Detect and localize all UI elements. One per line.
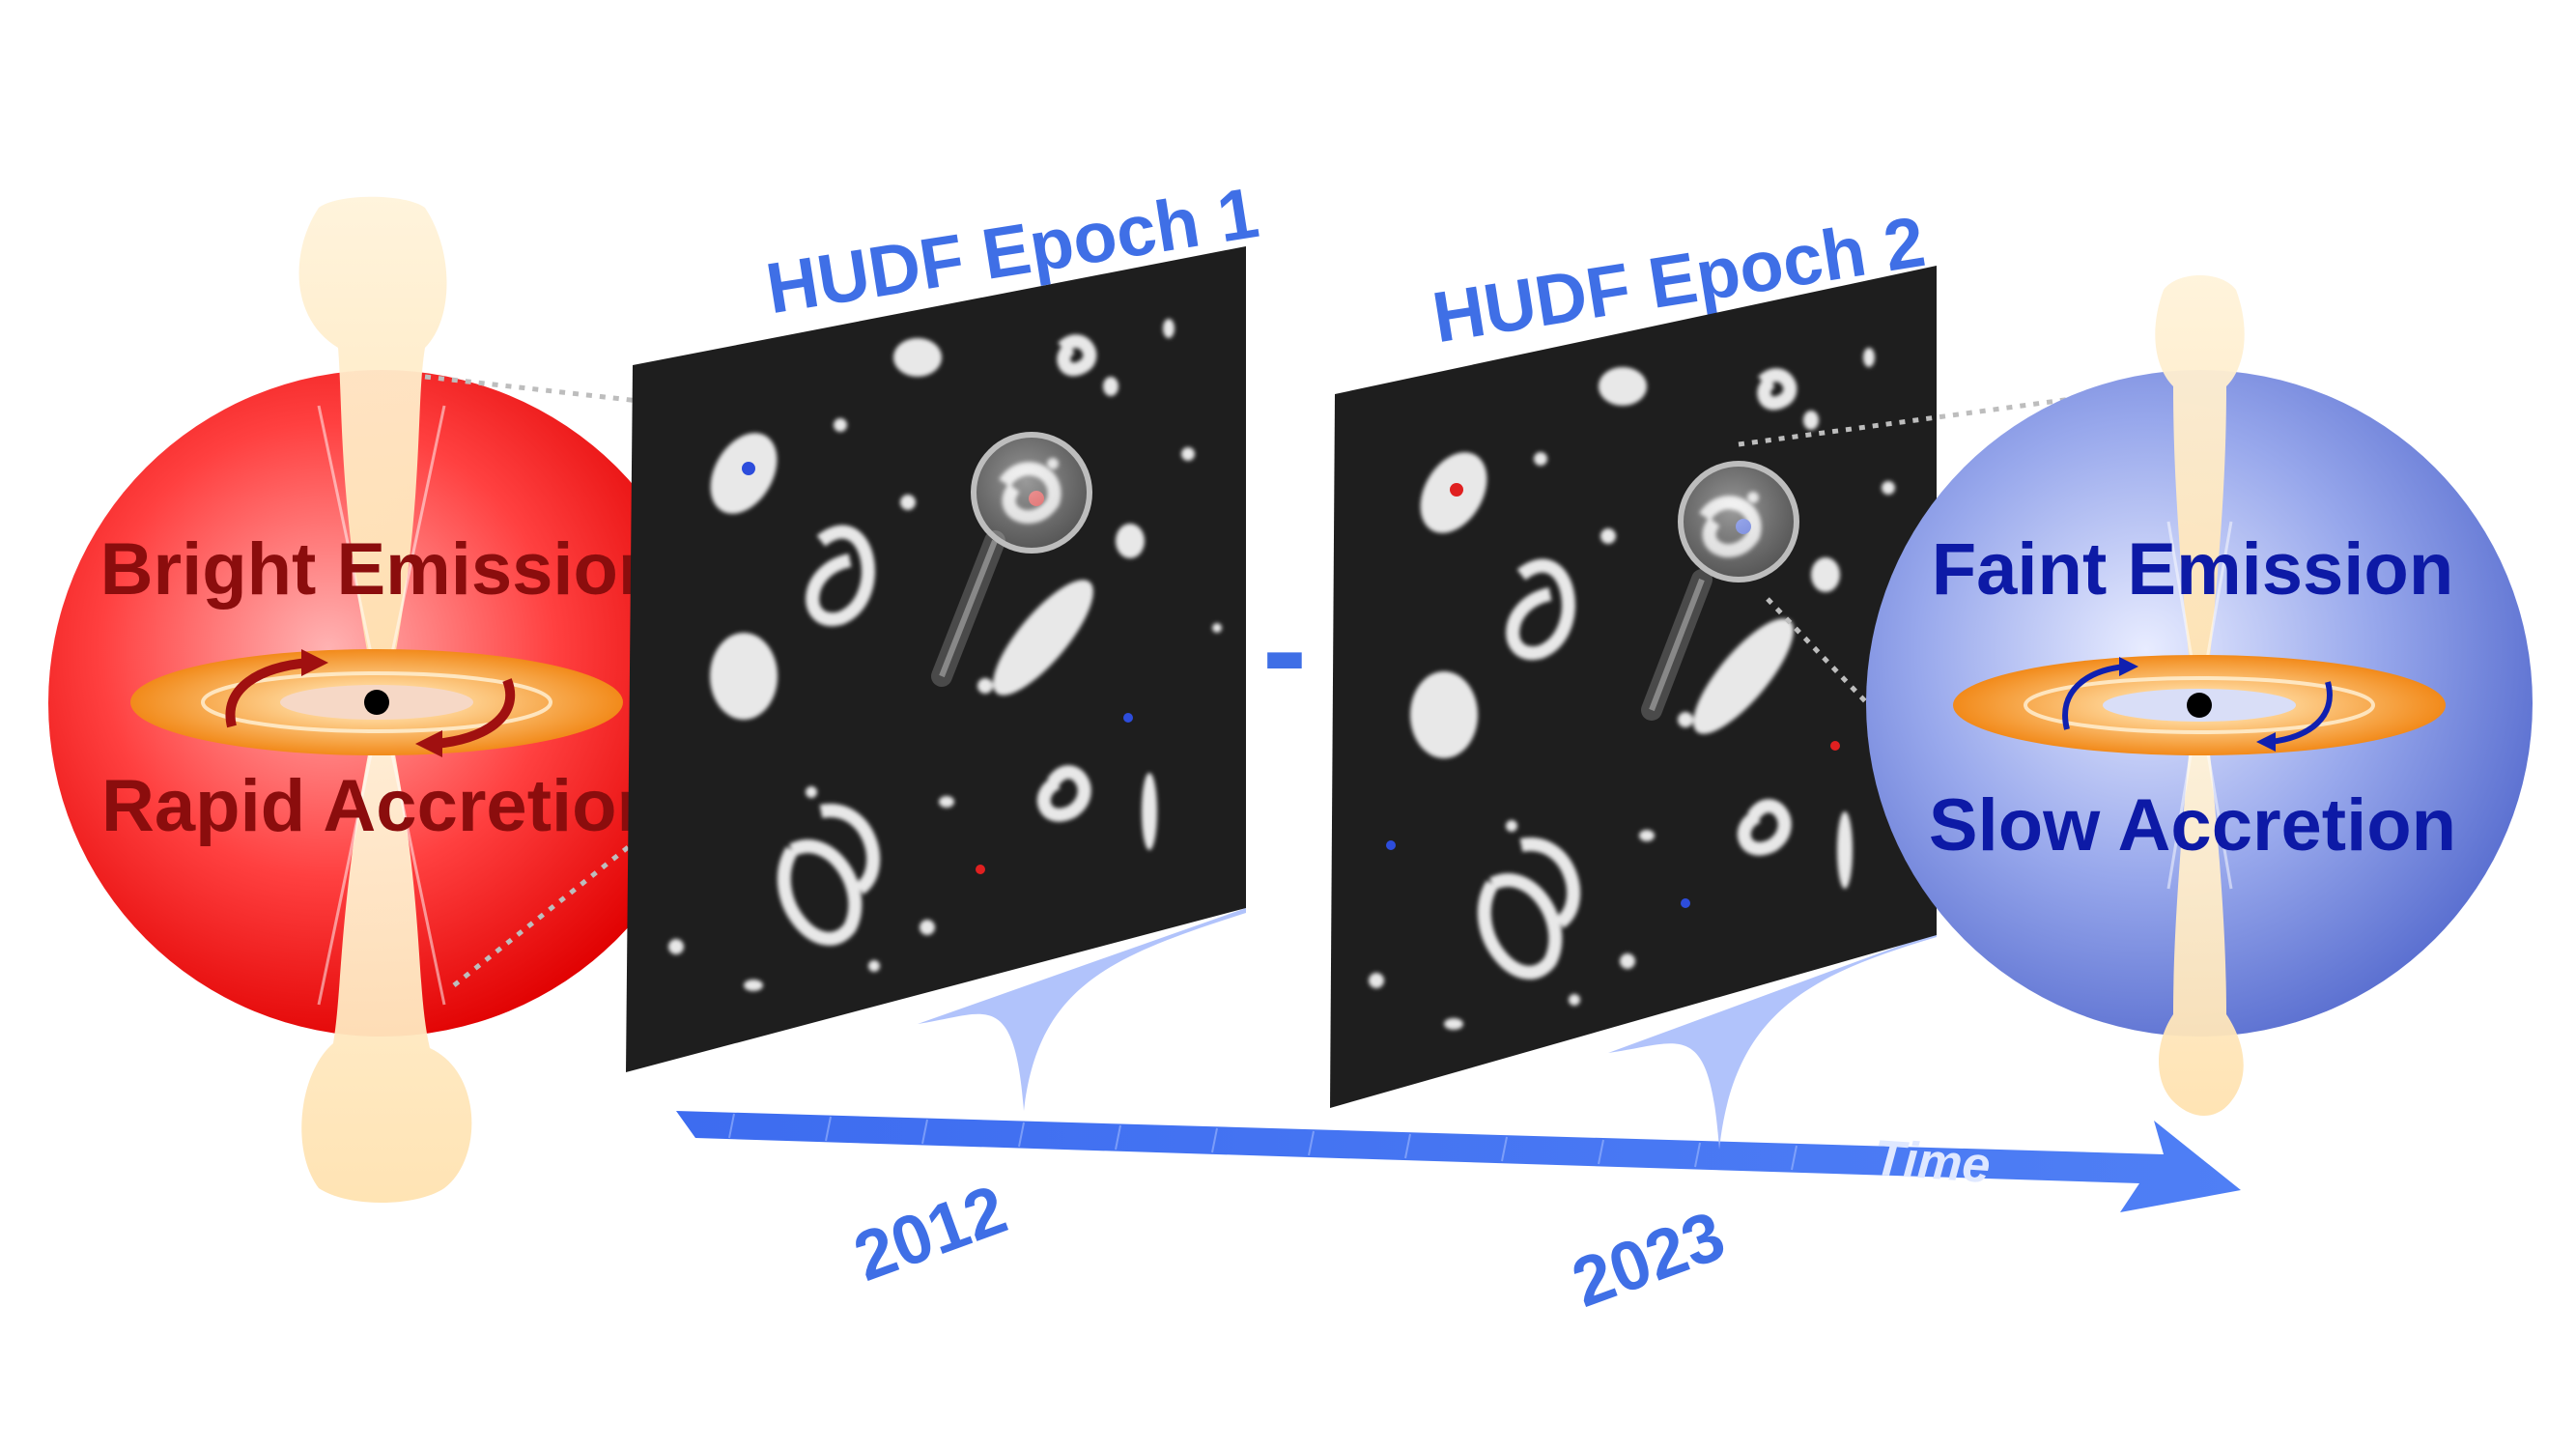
right-rotation-arrow-right (2269, 681, 2333, 745)
epoch2-year: 2023 (1563, 1197, 1735, 1322)
hudf-epoch2-panel (1330, 266, 1937, 1108)
left-agn: Bright Emission Rapid Accretion (48, 196, 715, 1203)
right-lower-jet (2159, 734, 2244, 1116)
rapid-accretion-label: Rapid Accretion (101, 765, 662, 847)
right-black-hole (2187, 693, 2212, 718)
right-upper-jet (2155, 275, 2245, 676)
left-rotation-arrow-right (434, 678, 516, 749)
faint-emission-label: Faint Emission (1932, 528, 2454, 611)
epoch1-year: 2012 (844, 1171, 1016, 1296)
epoch2-timeline-pin (1608, 932, 1937, 1150)
left-lower-jet (301, 734, 472, 1203)
left-rotation-arrow-left (225, 658, 310, 728)
slow-accretion-label: Slow Accretion (1929, 784, 2456, 867)
timeline: Time 2012 2023 (676, 1111, 2241, 1322)
right-agn: Faint Emission Slow Accretion (1866, 275, 2533, 1116)
right-rotation-arrow-left (2062, 664, 2126, 730)
bright-emission-label: Bright Emission (100, 528, 664, 611)
time-label: Time (1872, 1130, 1992, 1194)
left-black-hole (364, 690, 389, 715)
magnifier-icon-epoch2 (1641, 461, 1799, 721)
difference-operator: - (1262, 573, 1308, 724)
magnifier-icon-epoch1 (931, 432, 1092, 687)
timeline-arrow (676, 1111, 2241, 1212)
hudf-epoch1-panel (626, 246, 1246, 1072)
left-upper-jet (298, 196, 447, 676)
epoch1-timeline-pin (918, 908, 1246, 1111)
